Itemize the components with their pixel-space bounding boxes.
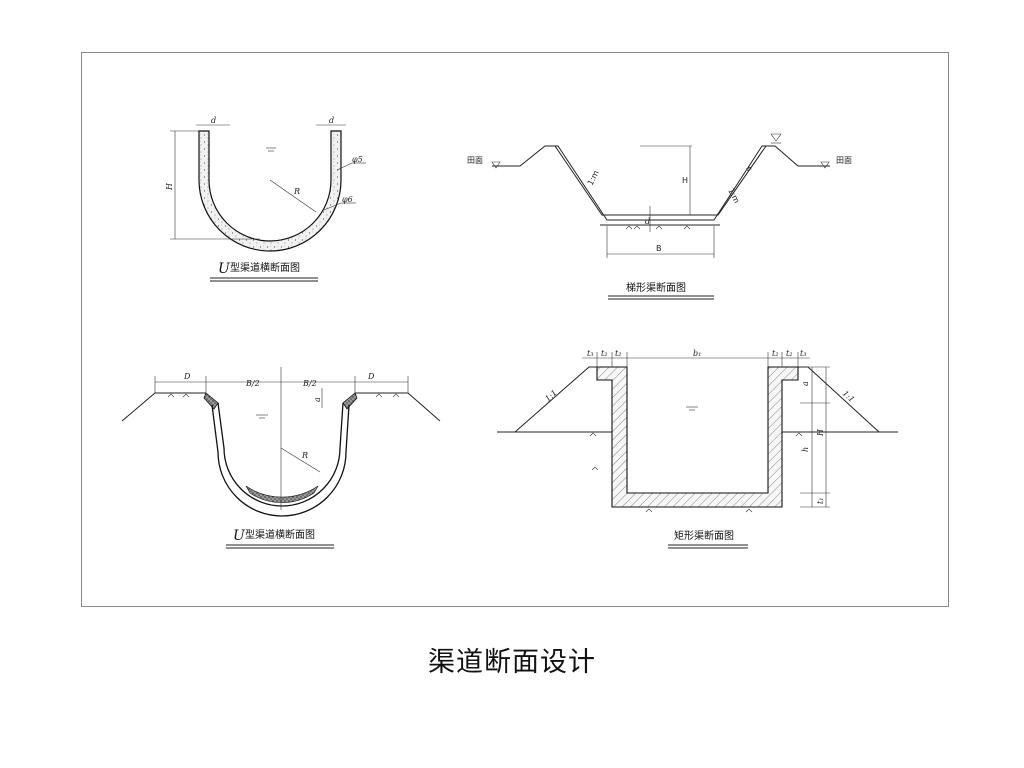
u-bot-caption: 型渠道横断面图 [245,528,315,541]
rect-b1: b₁ [693,349,701,358]
u-bot-D-right: D [367,372,375,381]
channel-drawings: d d H R φ5 φ6 U 型渠道横断面图 田面 田面 [121,116,898,549]
trap-slope-left: 1:m [586,169,601,187]
trap-caption: 梯形渠断面图 [626,281,686,294]
u-channel-wall [198,130,342,252]
rect-H: H [816,428,825,437]
trap-H: H [682,176,688,185]
rect-t2-right-a: t₂ [772,349,778,358]
u-bot-caption-u: U [233,528,246,544]
u-top-caption: 型渠道横断面图 [230,261,300,274]
trap-slope-right: 1:m [726,187,741,205]
u-bot-a: a [313,397,322,402]
u-top-H: H [165,182,174,191]
rect-t2-right-b: t₂ [786,349,792,358]
trap-s: s [744,165,754,173]
page-title: 渠道断面设计 [428,647,596,678]
u-channel-bottom: D B/2 B/2 D a R U 型渠道横断面图 [121,367,441,549]
u-top-callout-2: φ6 [342,195,353,204]
rect-t1: t₁ [816,498,825,504]
rect-channel-wall [596,366,799,508]
rect-t2-left-b: t₂ [615,349,621,358]
u-channel-top: d d H R φ5 φ6 U 型渠道横断面图 [165,116,366,282]
rect-t3-left: t₃ [587,349,593,358]
rect-slope-right: 1:1 [841,389,857,404]
u-top-R: R [293,187,300,196]
trap-B: B [656,244,662,253]
rect-slope-left: 1:1 [543,388,559,403]
u-bot-B-left: B/2 [245,379,260,388]
rect-a: a [801,381,810,386]
u-bot-D-left: D [183,372,191,381]
rect-h: h [801,447,810,452]
trap-d: d [645,217,650,226]
rectangular-channel: t₃ t₂ t₂ b₁ t₂ t₂ t₃ a h H t₁ 1:1 1:1 矩形… [497,349,898,549]
trap-field-left: 田面 [467,156,483,165]
trapezoid-channel: 田面 田面 1:m 1:m s H d B 梯形渠断面图 [467,133,852,300]
u-top-d-right: d [329,116,334,125]
u-top-callout-1: φ5 [352,155,363,164]
rect-t2-left-a: t₂ [601,349,607,358]
rect-t3-right: t₃ [800,349,806,358]
trap-field-right: 田面 [836,156,852,165]
u-top-d-left: d [211,116,216,125]
u-bot-R: R [301,451,308,460]
rect-caption: 矩形渠断面图 [674,529,734,542]
u-bot-B-right: B/2 [302,379,317,388]
u-top-caption-u: U [218,261,231,277]
drawing-frame [81,52,949,607]
